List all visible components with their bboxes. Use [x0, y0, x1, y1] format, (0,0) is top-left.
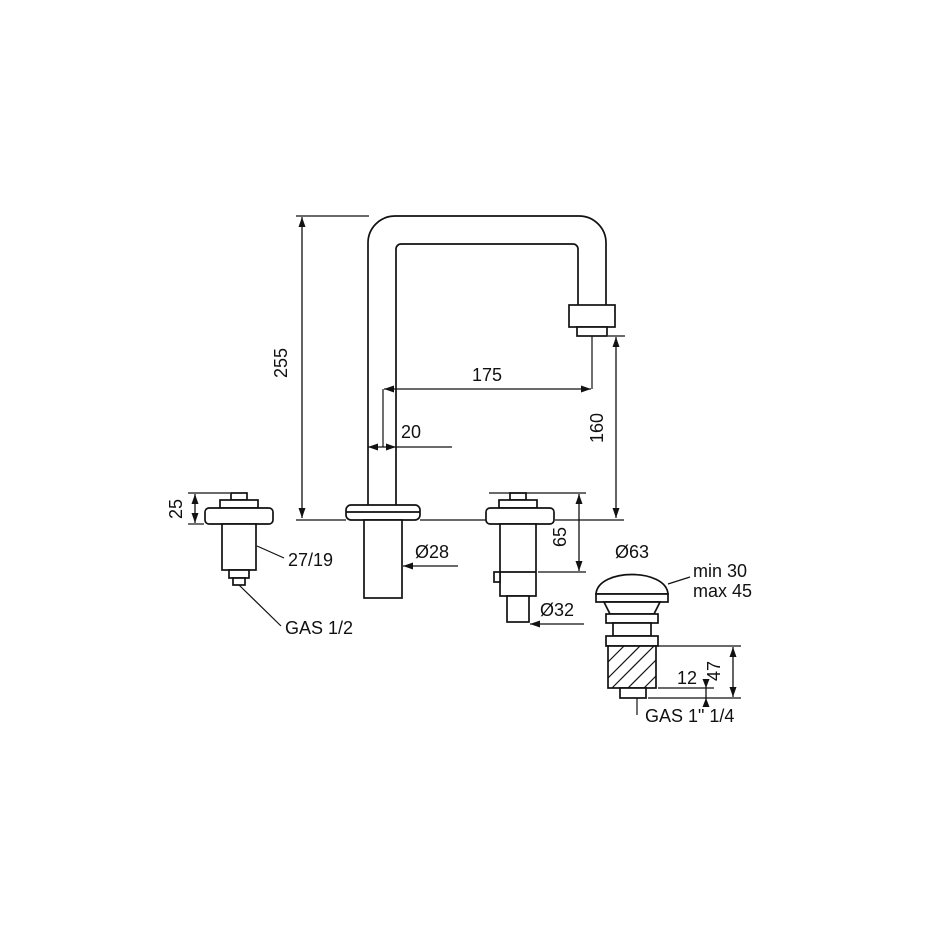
left-handle: 25 27/19 GAS 1/2: [166, 492, 353, 638]
waste-cap-dome: [595, 573, 669, 595]
side-valve: 65 Ø32: [485, 492, 586, 628]
handle-tail: [232, 577, 246, 586]
valve-body: [499, 523, 537, 597]
dim-outlet-height-label: 160: [587, 413, 607, 443]
handle-thread-label: GAS 1/2: [285, 618, 353, 638]
faucet-base: Ø28: [345, 504, 458, 599]
faucet-spout: [367, 215, 616, 506]
counter-min-label: min 30: [693, 561, 747, 581]
dim-waste-height-label: 47: [704, 661, 724, 681]
handle-cartridge-label: 27/19: [288, 550, 333, 570]
waste-threaded-body: [607, 645, 657, 689]
dim-spout-height-label: 255: [271, 348, 291, 378]
handle-flange: [204, 507, 274, 525]
valve-flange: [485, 507, 555, 525]
handle-body: [221, 523, 257, 571]
dim-spout-height: 255: [271, 215, 369, 518]
waste-thread-label: GAS 1" 1/4: [645, 706, 734, 726]
aerator-collar: [568, 304, 616, 328]
dim-valve-diameter-label: Ø32: [540, 600, 574, 620]
dim-spout-reach: 175: [382, 336, 593, 447]
dim-shank-diameter-label: Ø28: [415, 542, 449, 562]
dim-spout-reach-label: 175: [472, 365, 502, 385]
dim-waste-tail-label: 12: [677, 668, 697, 688]
waste-tail: [619, 687, 647, 699]
pop-up-waste: Ø63 min 30 max 45 12 47 GAS 1": [595, 542, 752, 726]
aerator-tip: [576, 326, 608, 337]
dim-waste-cap-diameter-label: Ø63: [615, 542, 649, 562]
dim-handle-height-label: 25: [166, 499, 186, 519]
threaded-shank: [363, 519, 403, 599]
thread-hatch: [607, 645, 657, 689]
counter-max-label: max 45: [693, 581, 752, 601]
dim-riser-width-label: 20: [401, 422, 421, 442]
dim-riser-width: 20: [368, 422, 452, 451]
valve-tail: [506, 595, 530, 623]
dim-outlet-height: 160: [587, 335, 625, 518]
waste-cap-rim: [595, 593, 669, 603]
dim-valve-height-label: 65: [550, 527, 570, 547]
